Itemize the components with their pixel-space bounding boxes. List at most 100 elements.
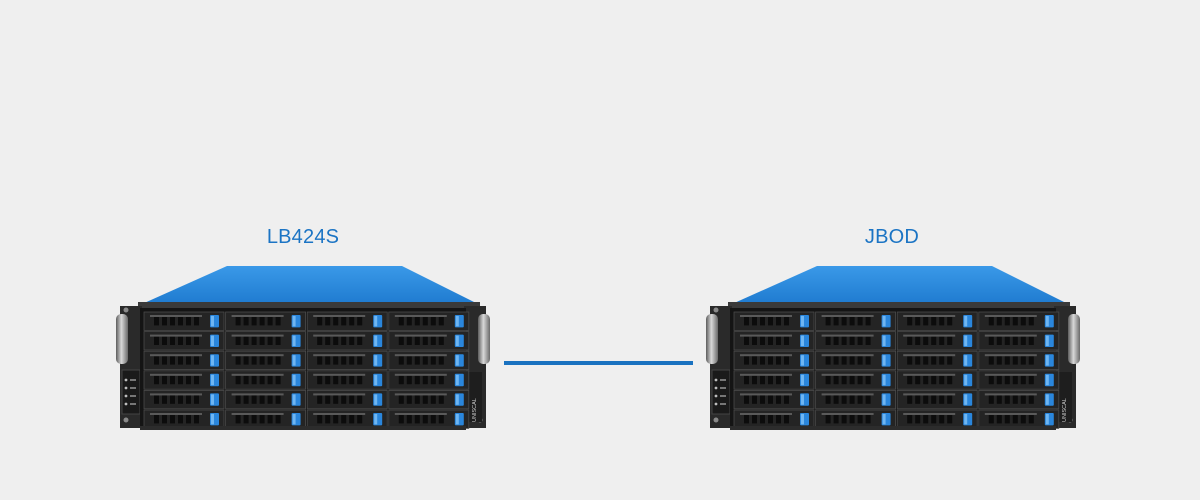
vent-slot <box>430 317 436 326</box>
vent-slot <box>907 395 913 404</box>
vent-slot <box>235 336 241 345</box>
tray-bar <box>231 413 284 415</box>
vent-slot <box>438 415 444 424</box>
vent-slot <box>259 336 265 345</box>
vent-slot <box>1004 415 1010 424</box>
vent-slot <box>438 336 444 345</box>
vent-slot <box>857 317 863 326</box>
vent-slot <box>194 317 199 326</box>
vent-slot <box>915 336 921 345</box>
left-device-label: LB424S <box>266 226 340 248</box>
vent-slot <box>865 317 871 326</box>
tray-latch-highlight <box>882 335 886 346</box>
tray-bar <box>740 334 792 337</box>
vent-slot <box>988 375 994 385</box>
vent-slot <box>923 375 929 385</box>
tray-latch-highlight <box>1045 394 1049 405</box>
vent-slot <box>825 375 831 385</box>
tray-bar <box>313 354 366 357</box>
status-label <box>130 379 136 381</box>
vent-slot <box>349 317 355 326</box>
vent-slot <box>939 356 945 365</box>
vent-slot <box>760 375 765 385</box>
status-label <box>130 387 136 389</box>
vent-slot <box>398 395 404 404</box>
vent-slot <box>170 375 175 385</box>
tray-latch-highlight <box>374 316 378 327</box>
tray-latch-highlight <box>1045 355 1049 366</box>
vent-slot <box>154 336 159 345</box>
vent-slot <box>988 356 994 365</box>
vent-slot <box>406 375 412 385</box>
vent-slot <box>1004 336 1010 345</box>
tray-bar <box>740 413 792 415</box>
screw <box>123 307 129 313</box>
vent-slot <box>259 356 265 365</box>
vent-slot <box>438 317 444 326</box>
vent-slot <box>776 395 781 404</box>
tray-latch-highlight <box>292 394 296 405</box>
tray-bar <box>394 373 447 376</box>
vent-slot <box>915 395 921 404</box>
tray-latch-highlight <box>964 374 968 386</box>
tray-latch-highlight <box>964 316 968 327</box>
tray-bar <box>821 315 874 317</box>
vent-slot <box>752 395 757 404</box>
vent-slot <box>1020 317 1026 326</box>
status-led <box>124 402 128 406</box>
vent-slot <box>162 395 167 404</box>
vent-slot <box>760 317 765 326</box>
vent-slot <box>178 415 183 424</box>
vent-slot <box>194 356 199 365</box>
vent-slot <box>178 395 183 404</box>
vent-slot <box>259 375 265 385</box>
chassis-rim <box>728 302 1070 309</box>
vent-slot <box>939 375 945 385</box>
vent-slot <box>939 336 945 345</box>
vent-slot <box>760 356 765 365</box>
left-handle <box>116 314 128 364</box>
vent-slot <box>752 375 757 385</box>
tray-latch-highlight <box>801 374 804 386</box>
vent-slot <box>162 356 167 365</box>
vent-slot <box>235 375 241 385</box>
status-led <box>124 378 128 382</box>
vent-slot <box>430 336 436 345</box>
tray-bar <box>150 393 202 396</box>
vent-slot <box>317 395 323 404</box>
vent-slot <box>923 415 929 424</box>
vent-slot <box>325 375 331 385</box>
vent-slot <box>947 415 953 424</box>
tray-latch-highlight <box>882 374 886 386</box>
vent-slot <box>931 317 937 326</box>
tray-bar <box>231 373 284 376</box>
tray-bar <box>150 354 202 357</box>
vent-slot <box>267 395 273 404</box>
vent-slot <box>349 415 355 424</box>
tray-latch-highlight <box>801 414 804 425</box>
tray-bar <box>821 393 874 396</box>
vent-slot <box>931 375 937 385</box>
vent-slot <box>422 356 428 365</box>
vent-slot <box>349 375 355 385</box>
vent-slot <box>186 395 191 404</box>
vent-slot <box>915 356 921 365</box>
vent-slot <box>1020 356 1026 365</box>
vent-slot <box>162 375 167 385</box>
vent-slot <box>251 415 257 424</box>
vent-slot <box>243 336 249 345</box>
status-label <box>720 403 726 405</box>
tray-latch-highlight <box>801 394 804 405</box>
vent-slot <box>776 415 781 424</box>
vent-slot <box>857 395 863 404</box>
status-led <box>124 386 128 390</box>
vent-slot <box>768 317 773 326</box>
vent-slot <box>186 375 191 385</box>
vent-slot <box>275 356 281 365</box>
tray-bar <box>903 354 956 357</box>
vent-slot <box>398 375 404 385</box>
vent-slot <box>422 317 428 326</box>
screw <box>713 417 719 423</box>
left-storage-server: UNISCAL <box>116 266 490 430</box>
vent-slot <box>988 336 994 345</box>
